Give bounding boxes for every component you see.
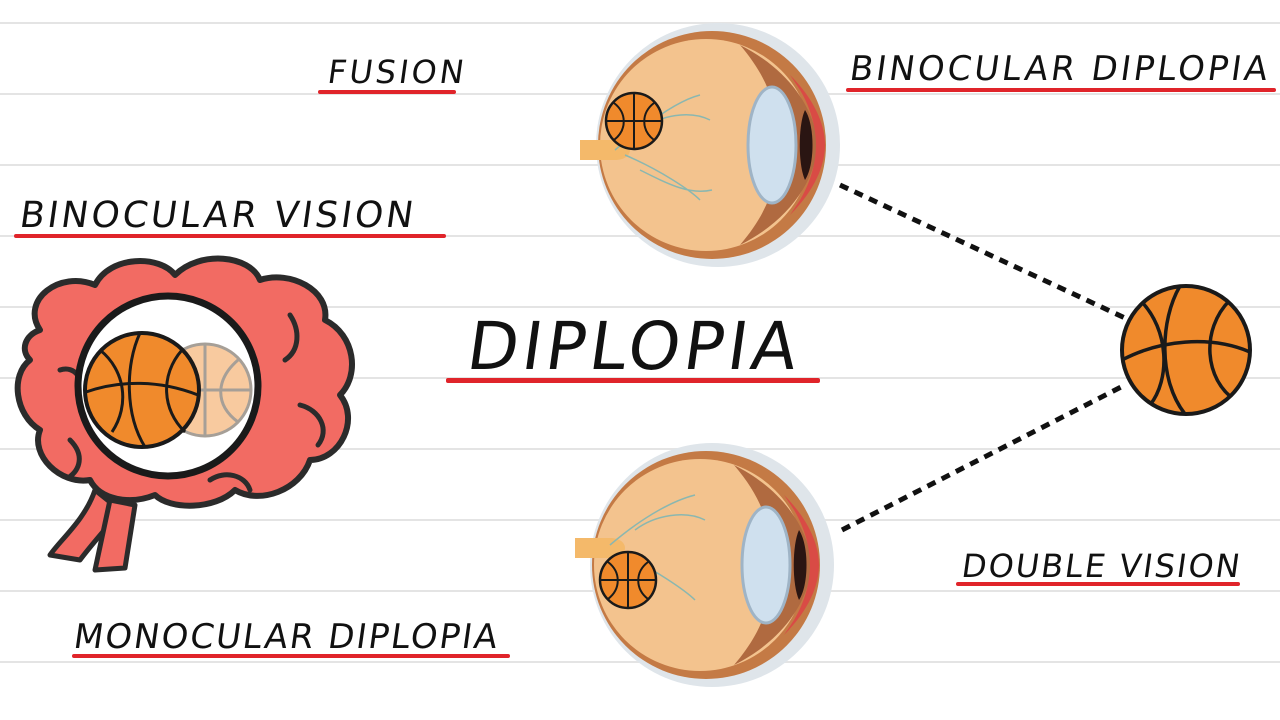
basketball-icon xyxy=(83,331,201,449)
label-double-vision: DOUBLE VISION xyxy=(959,547,1245,585)
underline-binocular-vision xyxy=(14,234,446,238)
page-title: DIPLOPIA xyxy=(462,308,807,385)
basketball-object-icon xyxy=(1120,284,1252,416)
underline-monocular-diplopia xyxy=(72,654,510,658)
label-monocular-diplopia: MONOCULAR DIPLOPIA xyxy=(71,617,503,657)
sight-line-bottom xyxy=(840,382,1127,533)
fused-image-lens xyxy=(74,292,262,480)
top-eyeball-icon xyxy=(580,23,840,267)
label-fusion: FUSION xyxy=(325,53,470,91)
underline-title xyxy=(446,378,820,383)
underline-fusion xyxy=(318,90,456,94)
retina-basketball-icon-bottom xyxy=(598,550,658,610)
retina-basketball-icon xyxy=(604,91,664,151)
bottom-eyeball-icon xyxy=(575,443,834,687)
sight-line-top xyxy=(838,182,1127,321)
underline-double-vision xyxy=(956,582,1240,586)
underline-binocular-diplopia xyxy=(846,88,1276,92)
label-binocular-diplopia: BINOCULAR DIPLOPIA xyxy=(847,49,1274,89)
label-binocular-vision: BINOCULAR VISION xyxy=(17,195,419,236)
